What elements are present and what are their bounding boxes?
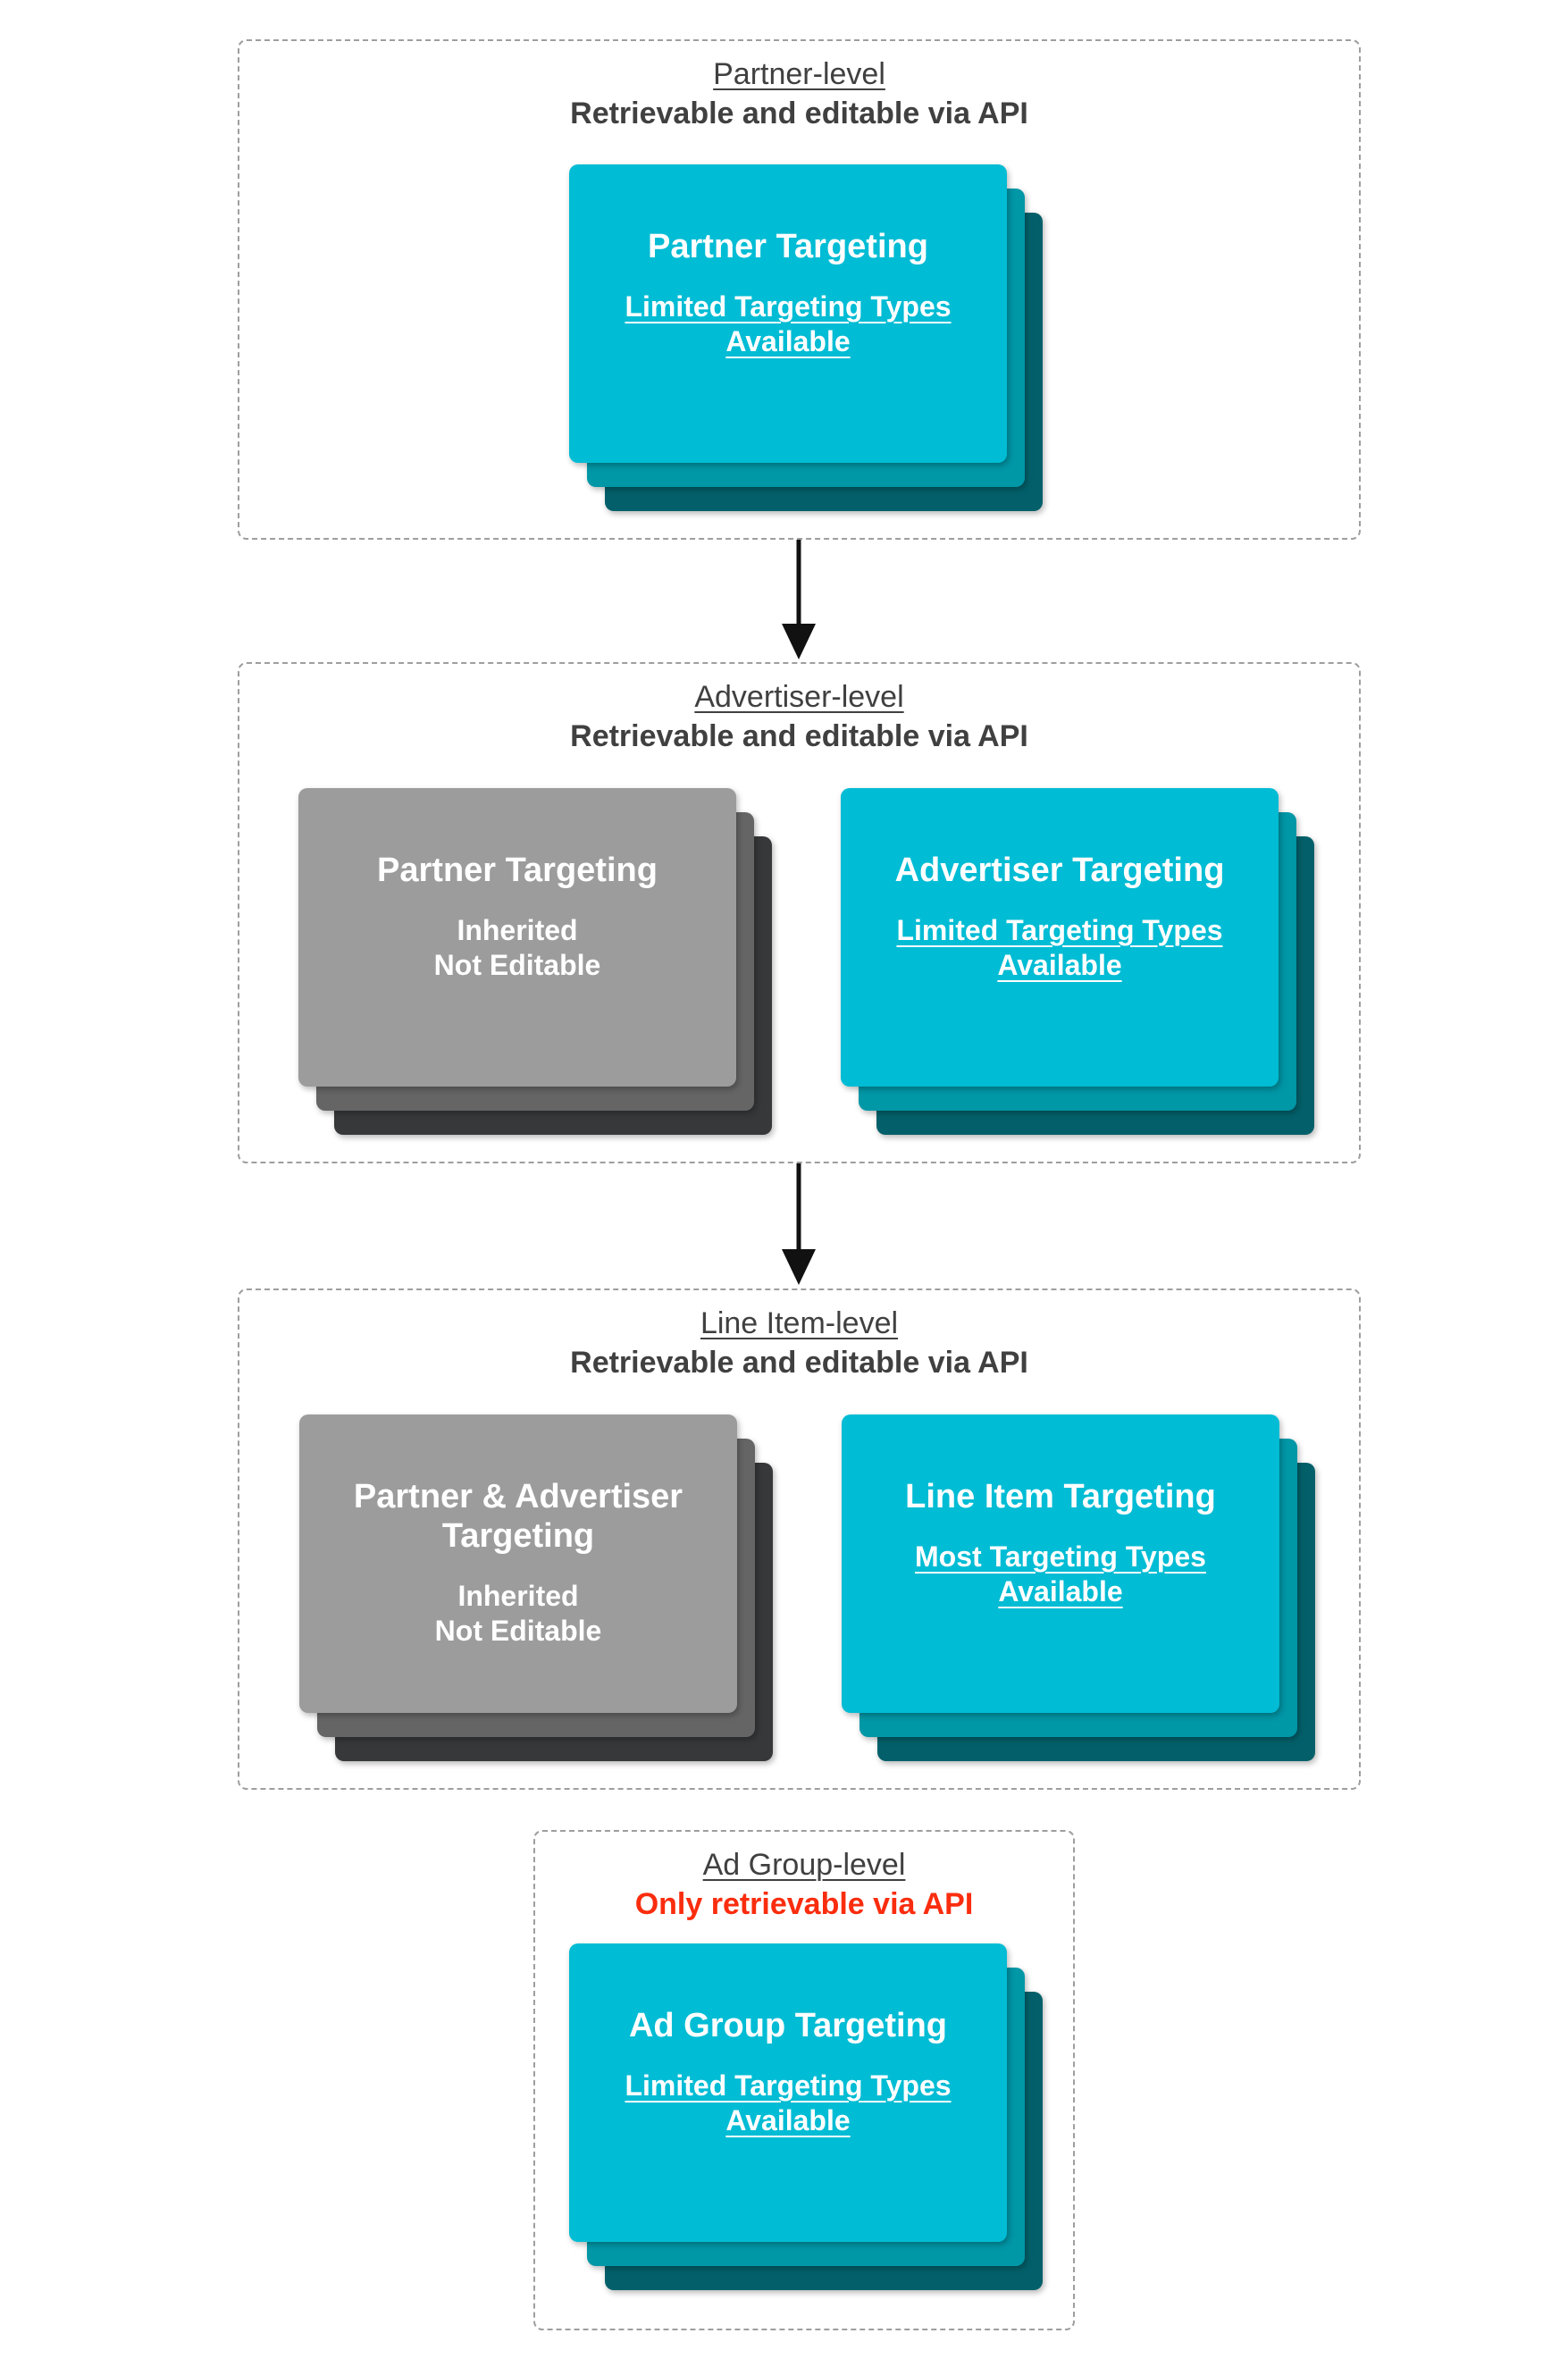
card-title: Ad Group Targeting <box>628 2007 948 2044</box>
down-arrow-icon <box>781 1163 817 1285</box>
section-subtitle: Retrievable and editable via API <box>570 97 1028 130</box>
card-subtitle-line: Available <box>997 949 1122 981</box>
section-subtitle: Only retrievable via API <box>634 1887 974 1921</box>
section-title: Partner-level <box>713 57 885 91</box>
arrow-shaft <box>796 540 801 625</box>
card-title: Partner & Advertiser Targeting <box>353 1478 683 1555</box>
section-title: Line Item-level <box>700 1306 899 1340</box>
card-subtitle-line: Available <box>725 325 851 357</box>
section-subtitle: Retrievable and editable via API <box>570 719 1028 753</box>
section-title: Ad Group-level <box>702 1848 906 1882</box>
card-subtitle-line: Inherited <box>457 914 578 946</box>
card-subtitle-line: Not Editable <box>434 1615 602 1647</box>
card-subtitle-line: Limited Targeting Types <box>896 914 1223 946</box>
card-subtitle-line: Limited Targeting Types <box>625 290 952 323</box>
card-title: Partner Targeting <box>377 852 658 889</box>
card-title: Partner Targeting <box>648 228 928 265</box>
card-title: Line Item Targeting <box>905 1478 1216 1515</box>
section-subtitle: Retrievable and editable via API <box>570 1346 1028 1380</box>
card-subtitle-line: Most Targeting Types <box>915 1540 1206 1573</box>
card-subtitle-line: Inherited <box>457 1580 579 1612</box>
card-title: Advertiser Targeting <box>894 852 1225 889</box>
card-subtitle-line: Not Editable <box>433 949 601 981</box>
card-subtitle-line: Available <box>998 1575 1123 1607</box>
card-subtitle-line: Limited Targeting Types <box>625 2069 952 2102</box>
arrow-head <box>782 624 816 659</box>
card-subtitle-line: Available <box>725 2104 851 2136</box>
arrow-head <box>782 1249 816 1285</box>
section-title: Advertiser-level <box>694 680 904 714</box>
arrow-shaft <box>796 1163 801 1251</box>
down-arrow-icon <box>781 540 817 659</box>
